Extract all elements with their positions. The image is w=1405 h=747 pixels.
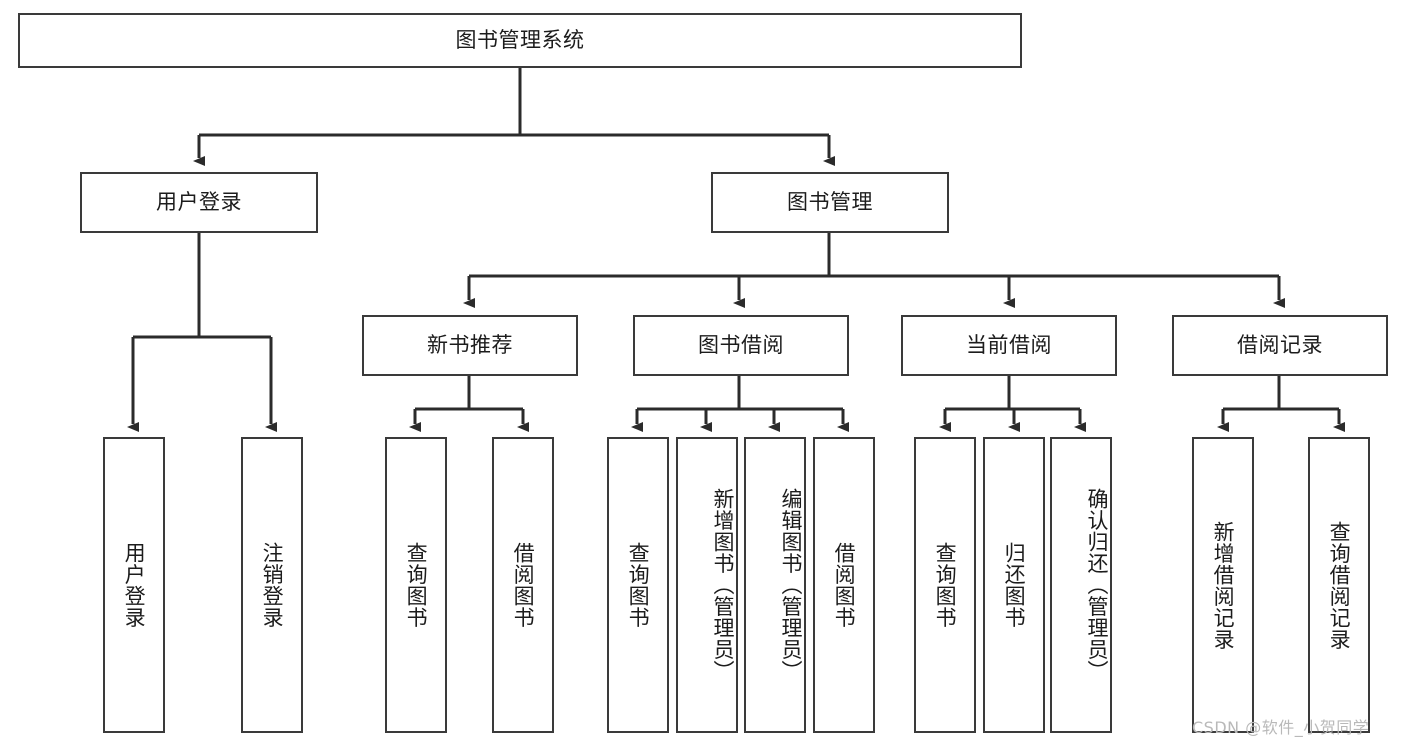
leaf-add-book-admin[interactable]: 新增图书（管理员） bbox=[676, 437, 738, 733]
node-label: 当前借阅 bbox=[966, 332, 1052, 357]
node-label: 查询图书 bbox=[626, 542, 651, 628]
leaf-borrow-book-recommend[interactable]: 借阅图书 bbox=[492, 437, 554, 733]
node-label: 注销登录 bbox=[260, 542, 285, 628]
node-book-management[interactable]: 图书管理 bbox=[711, 172, 949, 233]
node-new-book-recommend[interactable]: 新书推荐 bbox=[362, 315, 578, 376]
node-label: 用户登录 bbox=[156, 189, 242, 214]
node-label: 图书管理 bbox=[787, 189, 873, 214]
node-label: 新书推荐 bbox=[427, 332, 513, 357]
leaf-query-book-recommend[interactable]: 查询图书 bbox=[385, 437, 447, 733]
node-label: 图书管理系统 bbox=[455, 27, 585, 52]
node-label: 借阅记录 bbox=[1237, 332, 1323, 357]
node-label: 归还图书 bbox=[1002, 542, 1027, 628]
leaf-borrow-book[interactable]: 借阅图书 bbox=[813, 437, 875, 733]
node-label: 查询图书 bbox=[404, 542, 429, 628]
node-book-borrow[interactable]: 图书借阅 bbox=[633, 315, 849, 376]
node-label: 查询借阅记录 bbox=[1327, 520, 1352, 650]
node-borrow-record[interactable]: 借阅记录 bbox=[1172, 315, 1388, 376]
node-label: 借阅图书 bbox=[832, 542, 857, 628]
leaf-edit-book-admin[interactable]: 编辑图书（管理员） bbox=[744, 437, 806, 733]
node-label: 新增图书（管理员） bbox=[711, 488, 735, 682]
leaf-add-borrow-record[interactable]: 新增借阅记录 bbox=[1192, 437, 1254, 733]
node-label: 查询图书 bbox=[933, 542, 958, 628]
node-label: 借阅图书 bbox=[511, 542, 536, 628]
node-label: 确认归还（管理员） bbox=[1085, 488, 1109, 682]
node-current-borrow[interactable]: 当前借阅 bbox=[901, 315, 1117, 376]
leaf-logout-login[interactable]: 注销登录 bbox=[241, 437, 303, 733]
node-label: 图书借阅 bbox=[698, 332, 784, 357]
node-label: 用户登录 bbox=[122, 542, 147, 628]
node-root-book-management-system[interactable]: 图书管理系统 bbox=[18, 13, 1022, 68]
node-user-login[interactable]: 用户登录 bbox=[80, 172, 318, 233]
leaf-confirm-return-admin[interactable]: 确认归还（管理员） bbox=[1050, 437, 1112, 733]
leaf-query-borrow-record[interactable]: 查询借阅记录 bbox=[1308, 437, 1370, 733]
leaf-user-login[interactable]: 用户登录 bbox=[103, 437, 165, 733]
node-label: 编辑图书（管理员） bbox=[779, 488, 803, 682]
leaf-query-book-current[interactable]: 查询图书 bbox=[914, 437, 976, 733]
leaf-return-book[interactable]: 归还图书 bbox=[983, 437, 1045, 733]
leaf-query-book-borrow[interactable]: 查询图书 bbox=[607, 437, 669, 733]
csdn-watermark: CSDN @软件_小贺同学 bbox=[1192, 718, 1370, 737]
node-label: 新增借阅记录 bbox=[1211, 520, 1236, 650]
